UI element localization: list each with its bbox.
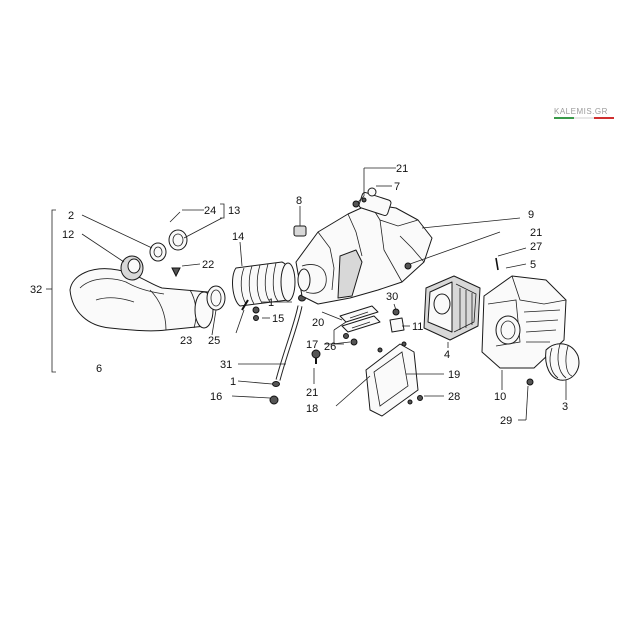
callout-21-lower: 21 [306,387,318,399]
part-9-airbox-housing [295,192,433,305]
callout-3: 3 [562,401,568,413]
part-24-13-clamp [168,211,188,251]
callout-4: 4 [444,349,450,361]
watermark-text: KALEMIS.GR [554,107,608,116]
callout-21-right: 21 [530,227,542,239]
callout-10: 10 [494,391,506,403]
callout-17: 17 [306,339,318,351]
part-29-screw [526,378,534,386]
callout-labels: 32 2 12 6 24 13 22 14 23 25 15 1 20 31 1… [30,163,568,427]
callout-28: 28 [448,391,460,403]
part-10-filter-cover [481,275,567,369]
part-7-21-clips [352,187,377,208]
part-20-gaskets [339,305,381,333]
callout-22: 22 [202,259,214,271]
part-22-screw [171,267,181,278]
part-28-screw [417,395,423,401]
callout-1-lower: 1 [230,376,236,388]
callout-16: 16 [210,391,222,403]
part-12-grommet [120,255,144,281]
callout-8: 8 [296,195,302,207]
callout-7: 7 [394,181,400,193]
callout-19: 19 [448,369,460,381]
callout-30: 30 [386,291,398,303]
leader-lines [46,167,567,421]
part-30-11-parts [389,308,405,333]
callout-15: 15 [272,313,284,325]
part-3-elbow-hose [545,343,580,381]
callout-14: 14 [232,231,244,243]
part-31-drain-tube [269,294,306,405]
callout-5: 5 [530,259,536,271]
callout-13: 13 [228,205,240,217]
part-23-clamp [206,285,226,311]
part-19-cover-plate [365,341,419,417]
callout-1-top: 1 [268,297,274,309]
watermark-flag-green [554,117,574,119]
watermark-flag-red [594,117,614,119]
part-27-screw [495,257,499,271]
callout-23: 23 [180,335,192,347]
part-4-filter-element [423,275,481,341]
part-8-sensor [293,222,307,237]
callout-29: 29 [500,415,512,427]
watermark-logo: KALEMIS.GR [554,107,614,119]
part-25-15-fasteners [241,299,260,321]
callout-6: 6 [96,363,102,375]
part-2-ring [149,242,167,262]
callout-18: 18 [306,403,318,415]
part-6-intake-duct [69,268,214,332]
part-21-right-screw [404,262,412,270]
callout-12: 12 [62,229,74,241]
callout-32: 32 [30,284,42,296]
callout-27: 27 [530,241,542,253]
callout-20: 20 [312,317,324,329]
callout-25: 25 [208,335,220,347]
part-21-lower-screw [311,349,321,364]
callout-21-top: 21 [396,163,408,175]
callout-24: 24 [204,205,216,217]
callout-9: 9 [528,209,534,221]
callout-31: 31 [220,359,232,371]
part-14-corrugated-hose [232,261,296,307]
watermark-flag-white [574,117,594,119]
callout-11: 11 [412,321,423,333]
callout-26: 26 [324,341,336,353]
callout-2: 2 [68,210,74,222]
part-26-17-fasteners [343,333,358,346]
